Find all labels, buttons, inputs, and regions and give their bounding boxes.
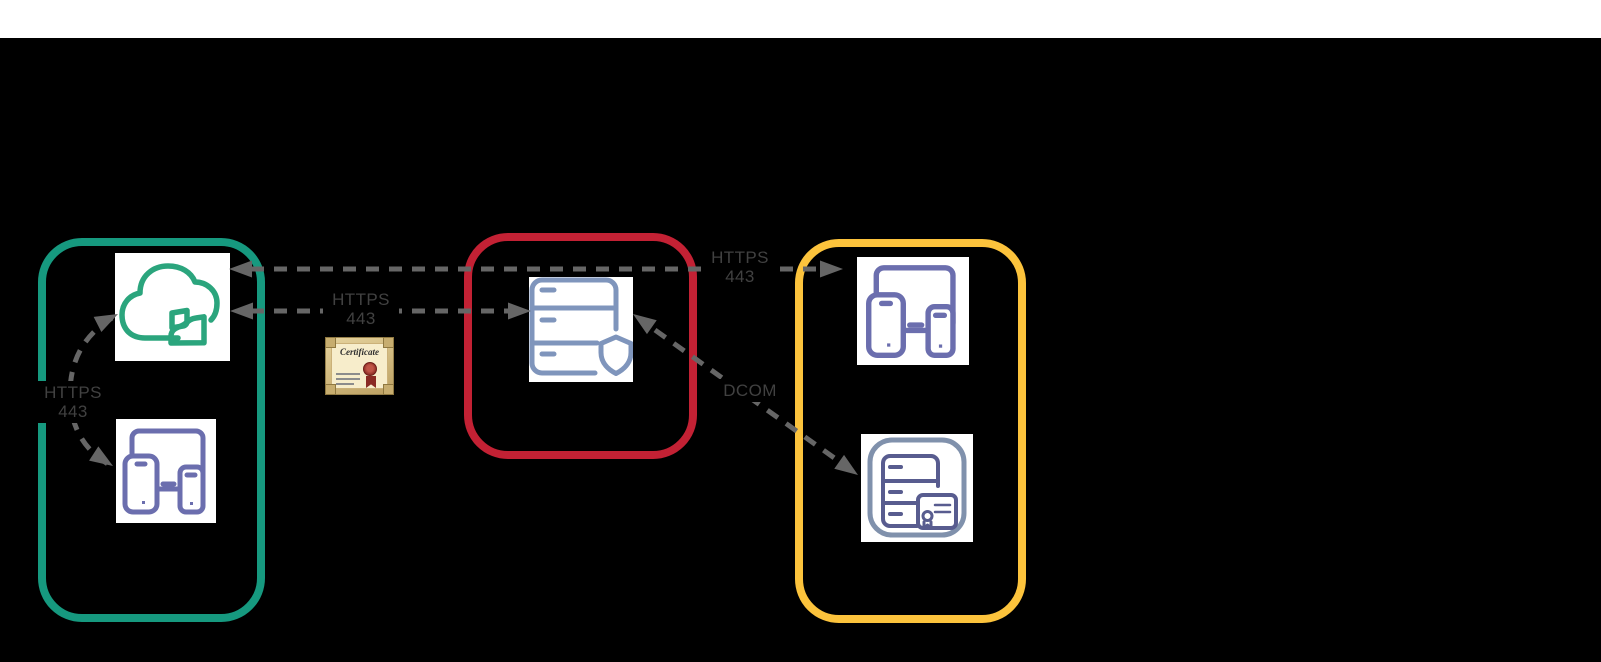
label-https-local: HTTPS 443 xyxy=(37,381,109,423)
certificate-image: Certificate xyxy=(325,337,394,395)
certificate-parchment: Certificate xyxy=(331,343,388,389)
top-strip xyxy=(0,0,1601,38)
label-https-remote: HTTPS 443 xyxy=(702,246,778,288)
cloud-icon xyxy=(119,263,220,346)
devices-icon xyxy=(866,265,956,358)
devices-icon xyxy=(122,428,206,515)
managed-server-tile xyxy=(861,434,973,542)
certificate-text-line xyxy=(336,373,360,375)
certificate-title: Certificate xyxy=(340,347,379,357)
label-dcom: DCOM xyxy=(713,379,787,402)
remote-devices-tile xyxy=(857,257,969,365)
cloud-zone-box xyxy=(38,238,265,622)
server-shield-icon xyxy=(529,277,633,376)
cloud-tile xyxy=(115,253,230,361)
local-devices-tile xyxy=(116,419,216,523)
certificate-text-line xyxy=(336,383,354,385)
gateway-server-tile xyxy=(529,277,633,382)
certificate-text-line xyxy=(336,378,360,380)
server-certificate-icon xyxy=(867,437,967,538)
certificate-seal-icon xyxy=(363,362,379,388)
label-https-gateway: HTTPS 443 xyxy=(323,288,399,330)
